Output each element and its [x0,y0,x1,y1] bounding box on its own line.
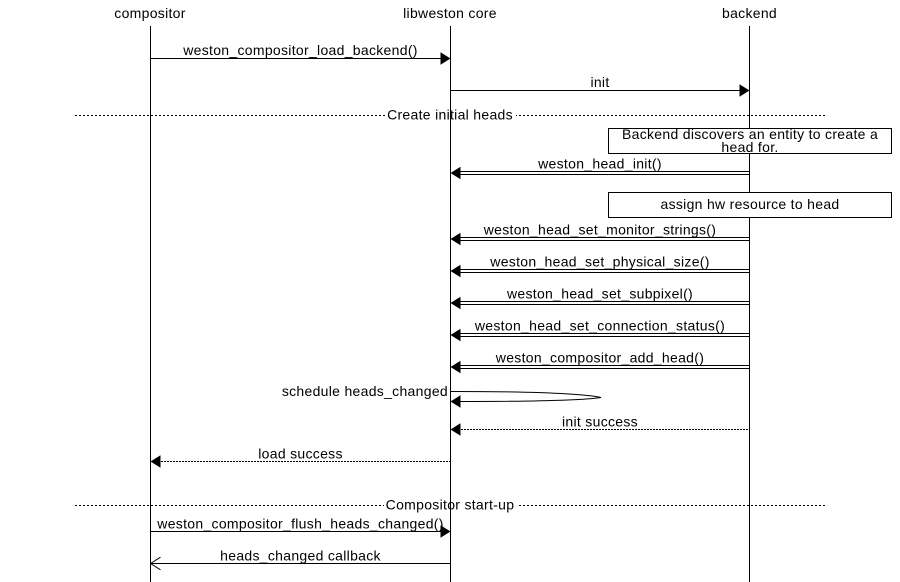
svg-text:libweston core: libweston core [403,5,497,21]
svg-text:weston_head_init(): weston_head_init() [537,156,662,172]
svg-text:compositor: compositor [114,5,186,21]
svg-text:weston_compositor_flush_heads_: weston_compositor_flush_heads_changed() [156,516,443,532]
svg-text:weston_compositor_load_backend: weston_compositor_load_backend() [182,42,418,58]
svg-text:init success: init success [562,414,638,430]
svg-text:assign hw resource to head: assign hw resource to head [660,196,839,212]
svg-text:weston_compositor_add_head(): weston_compositor_add_head() [495,350,704,366]
svg-text:load success: load success [258,446,343,462]
svg-text:heads_changed callback: heads_changed callback [220,548,381,564]
svg-text:Compositor start-up: Compositor start-up [386,497,515,513]
svg-text:init: init [590,74,609,90]
svg-text:Create initial heads: Create initial heads [387,107,513,123]
svg-text:Backend discovers an entity to: Backend discovers an entity to create a [622,126,878,142]
svg-text:schedule heads_changed: schedule heads_changed [282,383,448,399]
svg-text:weston_head_set_subpixel(): weston_head_set_subpixel() [506,286,693,302]
svg-text:head for.: head for. [721,139,778,155]
svg-text:weston_head_set_connection_sta: weston_head_set_connection_status() [474,318,725,334]
svg-text:weston_head_set_monitor_string: weston_head_set_monitor_strings() [483,222,716,238]
svg-text:backend: backend [722,5,777,21]
svg-text:weston_head_set_physical_size(: weston_head_set_physical_size() [489,254,709,270]
